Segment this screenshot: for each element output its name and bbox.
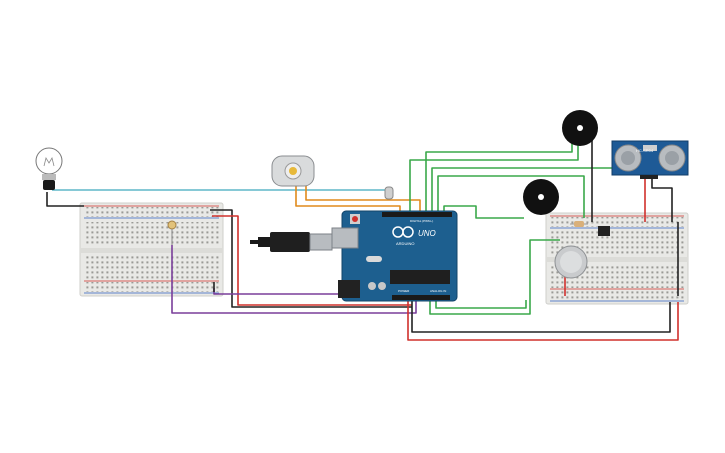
gas-sensor-icon[interactable]	[554, 245, 588, 279]
transistor-icon[interactable]	[384, 186, 394, 200]
wire-black	[46, 192, 84, 207]
usb-cable[interactable]	[250, 232, 333, 252]
breadboard-left[interactable]	[79, 202, 224, 297]
ldr-icon[interactable]	[167, 220, 177, 245]
wire-black	[411, 300, 671, 333]
wire-orange	[295, 186, 401, 212]
wire-green	[435, 300, 527, 309]
wire-green	[437, 175, 585, 218]
wire-green	[409, 143, 579, 212]
resistor-icon[interactable]	[570, 221, 588, 227]
wire-purple	[171, 245, 417, 314]
wire-orange	[305, 186, 421, 212]
motor-icon[interactable]	[271, 155, 315, 187]
wire-red	[212, 215, 412, 306]
wire-black	[210, 209, 412, 308]
buzzer-icon[interactable]	[562, 110, 598, 146]
breadboard-right[interactable]	[545, 212, 689, 305]
wire-green	[443, 205, 524, 219]
wire-green	[429, 239, 560, 315]
bulb-icon[interactable]	[35, 147, 63, 190]
sensor-model-label: HC-SR04	[636, 148, 654, 153]
board-model-label: UNO	[418, 229, 436, 238]
wire-green	[425, 143, 573, 212]
wire-red	[407, 300, 679, 341]
buzzer-icon[interactable]	[523, 179, 559, 215]
power-header-label: POWER	[398, 289, 410, 293]
arduino-logo-icon	[392, 226, 414, 238]
board-brand-label: ARDUINO	[396, 241, 414, 246]
digital-header-label: DIGITAL (PWM~)	[410, 219, 433, 223]
analog-header-label: ANALOG IN	[430, 289, 446, 293]
wire-cyan	[52, 189, 389, 200]
arduino-uno-board[interactable]: UNO ARDUINO DIGITAL (PWM~) ANALOG IN POW…	[331, 210, 458, 302]
wire-black	[651, 178, 673, 222]
sonar-icon[interactable]: HC-SR04	[611, 140, 689, 179]
ic-chip-icon[interactable]	[598, 226, 610, 236]
